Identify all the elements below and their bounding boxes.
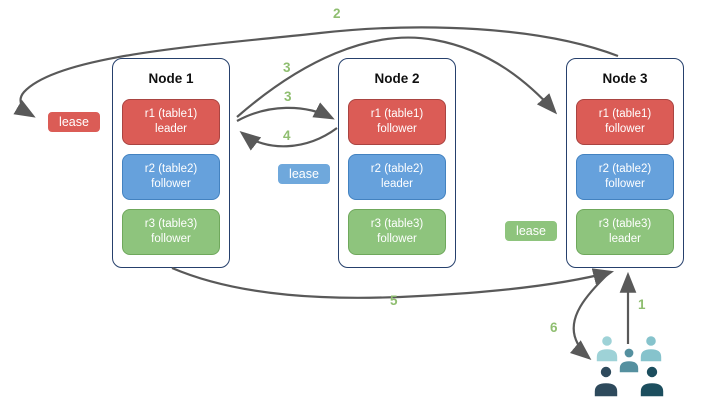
node-1: Node 1 r1 (table1) leader r2 (table2) fo… <box>112 58 230 268</box>
node-2-replica-r3: r3 (table3) follower <box>348 209 446 255</box>
user-figure <box>639 365 665 398</box>
replica-role: leader <box>609 233 641 245</box>
replica-name: r1 (table1) <box>144 107 198 120</box>
user-figure <box>593 365 619 398</box>
user-figure <box>639 334 663 363</box>
users-group-icon <box>593 334 665 398</box>
node-3: Node 3 r1 (table1) follower r2 (table2) … <box>566 58 684 268</box>
step-label-6: 6 <box>550 320 558 335</box>
arrow-step3-node1-to-node2 <box>236 102 335 122</box>
step-label-4: 4 <box>283 128 291 143</box>
replica-role: follower <box>151 233 191 245</box>
replica-role: follower <box>377 233 417 245</box>
replica-name: r1 (table1) <box>370 107 424 120</box>
step-label-3b: 3 <box>284 89 292 104</box>
node-1-title: Node 1 <box>148 71 194 86</box>
step-label-2: 2 <box>333 6 341 21</box>
node-3-replica-r3: r3 (table3) leader <box>576 209 674 255</box>
step-label-3a: 3 <box>283 60 291 75</box>
step-label-1: 1 <box>638 297 646 312</box>
replica-role: follower <box>605 178 645 190</box>
replica-name: r3 (table3) <box>370 217 424 230</box>
replica-name: r2 (table2) <box>370 162 424 175</box>
user-figure <box>618 346 640 374</box>
replica-role: leader <box>381 178 413 190</box>
replica-role: follower <box>605 123 645 135</box>
node-3-replica-r2: r2 (table2) follower <box>576 154 674 200</box>
node-2-replica-r2: r2 (table2) leader <box>348 154 446 200</box>
replica-role: leader <box>155 123 187 135</box>
lease-badge-table2: lease <box>277 163 331 185</box>
user-figure <box>595 334 619 363</box>
node-1-replica-r3: r3 (table3) follower <box>122 209 220 255</box>
node-2-title: Node 2 <box>374 71 420 86</box>
replica-role: follower <box>377 123 417 135</box>
replica-name: r2 (table2) <box>598 162 652 175</box>
replica-name: r2 (table2) <box>144 162 198 175</box>
replica-name: r3 (table3) <box>144 217 198 230</box>
step-label-5: 5 <box>390 293 398 308</box>
replica-name: r3 (table3) <box>598 217 652 230</box>
replica-role: follower <box>151 178 191 190</box>
node-2: Node 2 r1 (table1) follower r2 (table2) … <box>338 58 456 268</box>
node-3-replica-r1: r1 (table1) follower <box>576 99 674 145</box>
node-3-title: Node 3 <box>602 71 648 86</box>
replica-name: r1 (table1) <box>598 107 652 120</box>
lease-badge-table1: lease <box>47 111 101 133</box>
node-2-replica-r1: r1 (table1) follower <box>348 99 446 145</box>
arrow-step2-node3-to-lease <box>13 26 619 118</box>
lease-badge-table3: lease <box>504 220 558 242</box>
node-1-replica-r1: r1 (table1) leader <box>122 99 220 145</box>
node-1-replica-r2: r2 (table2) follower <box>122 154 220 200</box>
